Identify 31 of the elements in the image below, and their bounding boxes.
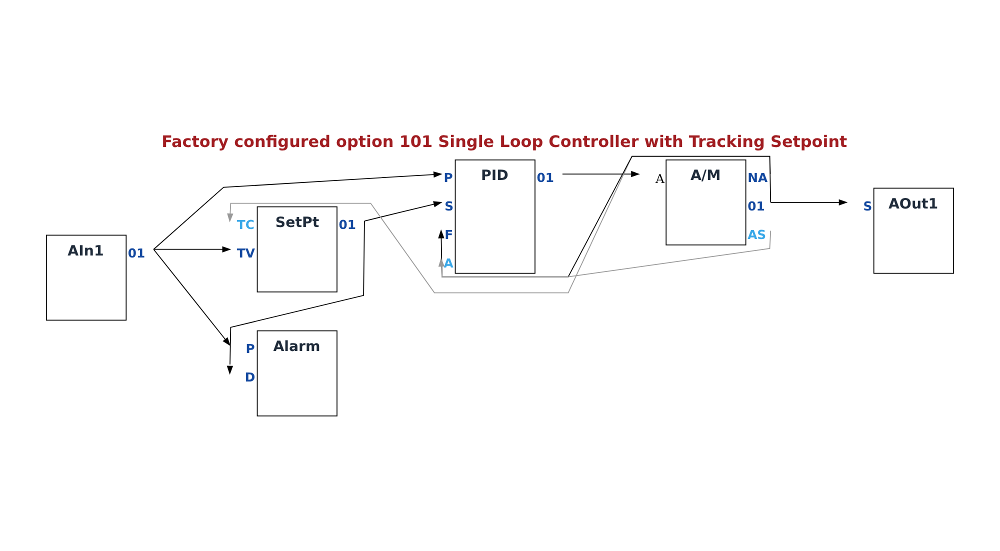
node-box: AIn1 [46, 234, 127, 321]
node-label: 01 [128, 246, 146, 261]
node-box: Alarm [256, 330, 338, 416]
node-label: P [246, 341, 255, 356]
node-label: TV [236, 246, 255, 261]
arrow [153, 171, 442, 250]
node-label: F [444, 226, 454, 242]
node-label: 01 [748, 198, 765, 214]
arrow [153, 248, 231, 346]
node-box: PID [454, 159, 536, 274]
arrow [438, 230, 772, 278]
node-label: D [244, 370, 256, 385]
node-label: A [655, 171, 664, 186]
diagram-title: Factory configured option 101 Single Loop Controller with Tracking Setpoint [162, 132, 848, 151]
arrow [770, 199, 848, 206]
node-label: 01 [536, 170, 554, 186]
node-box: SetPt [256, 206, 338, 292]
node-label: A [444, 255, 454, 270]
node-label: S [863, 198, 872, 214]
node-box: A/M [666, 159, 746, 246]
node-box: AOut1 [873, 188, 954, 274]
node-label: 01 [338, 217, 356, 232]
arrow [226, 220, 365, 375]
node-label: AS [748, 226, 766, 242]
arrow [562, 170, 640, 178]
arrow [364, 201, 442, 222]
node-label: TC [236, 217, 254, 232]
node-label: P [444, 170, 453, 186]
node-label: NA [748, 170, 768, 186]
arrow [153, 246, 232, 252]
node-label: S [444, 198, 454, 214]
